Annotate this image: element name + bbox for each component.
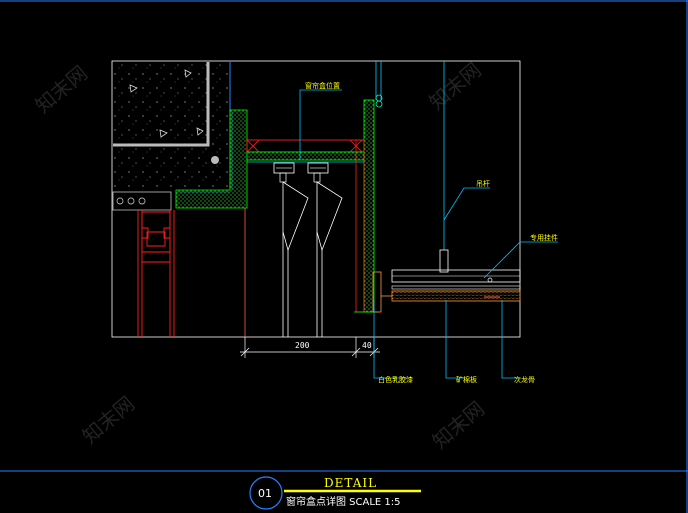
label-secondary-keel: 次龙骨 <box>514 375 535 384</box>
label-curtain-box-position: 窗帘盒位置 <box>305 81 340 90</box>
window-frame-profile <box>112 191 175 337</box>
watermark-text: 知末网 <box>428 396 489 453</box>
label-mineral-wool-board: 矿棉板 <box>456 375 477 384</box>
watermark-text: 知末网 <box>78 391 139 448</box>
plaster-layer <box>175 109 248 209</box>
detail-number: 01 <box>258 487 272 500</box>
watermark-text: 知末网 <box>31 61 92 118</box>
detail-number-circle <box>249 476 283 510</box>
title-block: 01 DETAIL 窗帘盒点详图 SCALE 1:5 <box>249 476 421 510</box>
detail-heading: DETAIL <box>324 476 377 490</box>
curtain-box-side-panel <box>354 61 383 313</box>
dimension-lines <box>240 337 380 358</box>
concrete-slab <box>113 62 231 189</box>
watermark-text: 知末网 <box>424 58 485 115</box>
leader-lines <box>299 89 558 379</box>
label-special-fitting: 专用挂件 <box>530 233 558 242</box>
label-white-latex-paint: 白色乳胶漆 <box>378 375 413 384</box>
dimension-200: 200 <box>295 341 310 350</box>
watermarks: 知末网 知末网 知末网 知末网 <box>31 58 489 454</box>
suspended-ceiling <box>381 61 521 302</box>
curtain-fabric <box>282 181 343 337</box>
curtain-tracks <box>273 162 329 183</box>
label-hanger-rod: 吊杆 <box>476 179 490 188</box>
dimension-40: 40 <box>362 341 372 350</box>
detail-frame <box>111 60 521 338</box>
detail-subtitle: 窗帘盒点详图 SCALE 1:5 <box>286 495 401 508</box>
curtain-box-board <box>246 139 365 163</box>
